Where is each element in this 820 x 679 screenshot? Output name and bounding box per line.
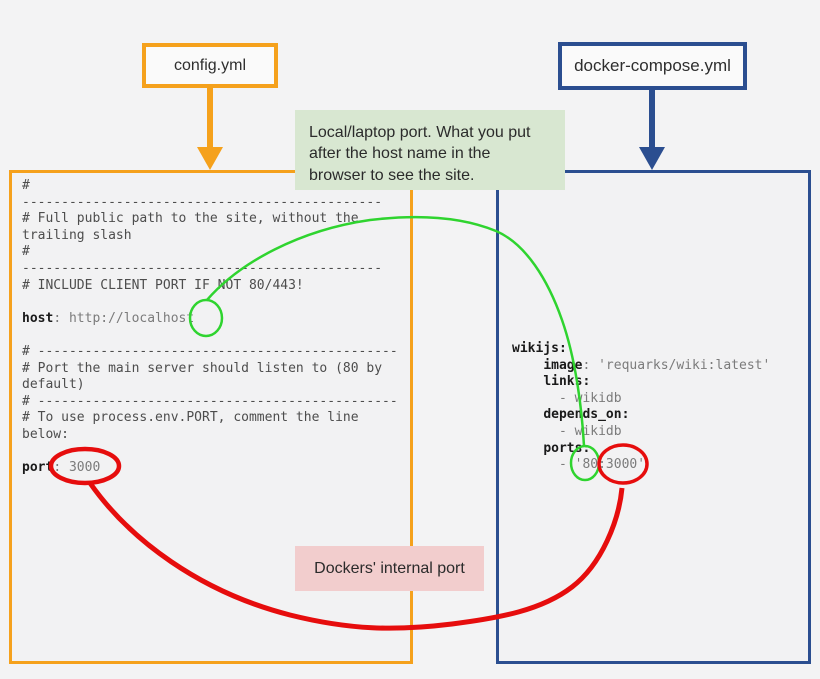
code-line: depends_on: <box>543 407 630 423</box>
code-line: ports: <box>543 440 591 456</box>
internal-port-note: Dockers' internal port <box>295 546 484 591</box>
config-arrow-down-icon <box>197 87 223 170</box>
code-line: port: 3000 <box>22 460 101 476</box>
code-line: # INCLUDE CLIENT PORT IF NOT 80/443! <box>22 277 304 293</box>
code-line: ----------------------------------------… <box>22 260 383 276</box>
code-line: # <box>22 178 30 193</box>
compose-arrow-down-icon <box>639 90 665 170</box>
config-label-box: config.yml <box>142 43 278 88</box>
code-line: # Port the main server should listen to … <box>22 360 383 376</box>
code-line: ----------------------------------------… <box>22 194 383 210</box>
code-line: - '80:3000' <box>512 457 646 473</box>
code-line: - wikidb <box>512 423 622 439</box>
local-port-note: Local/laptop port. What you put after th… <box>295 110 565 190</box>
code-line: # --------------------------------------… <box>22 393 398 409</box>
code-line <box>22 294 398 311</box>
compose-label-box: docker-compose.yml <box>558 42 747 90</box>
code-line: host: http://localhost <box>22 310 195 326</box>
code-line: - wikidb <box>512 390 622 406</box>
code-line: below: <box>22 426 69 442</box>
code-line <box>22 327 398 344</box>
code-line: # Full public path to the site, without … <box>22 211 359 227</box>
code-line: image: 'requarks/wiki:latest' <box>543 357 771 373</box>
code-line: default) <box>22 377 85 393</box>
code-line: # --------------------------------------… <box>22 343 398 359</box>
code-line: wikijs: <box>512 341 567 356</box>
code-line <box>22 444 398 461</box>
code-line: links: <box>543 374 591 390</box>
config-label: config.yml <box>173 56 247 74</box>
compose-code-block: wikijs: image: 'requarks/wiki:latest' li… <box>512 341 770 474</box>
config-code-block: #---------------------------------------… <box>22 178 398 477</box>
code-line: # <box>22 244 30 260</box>
compose-label: docker-compose.yml <box>574 56 731 75</box>
code-line: # To use process.env.PORT, comment the l… <box>22 410 359 426</box>
code-line: trailing slash <box>22 227 132 243</box>
